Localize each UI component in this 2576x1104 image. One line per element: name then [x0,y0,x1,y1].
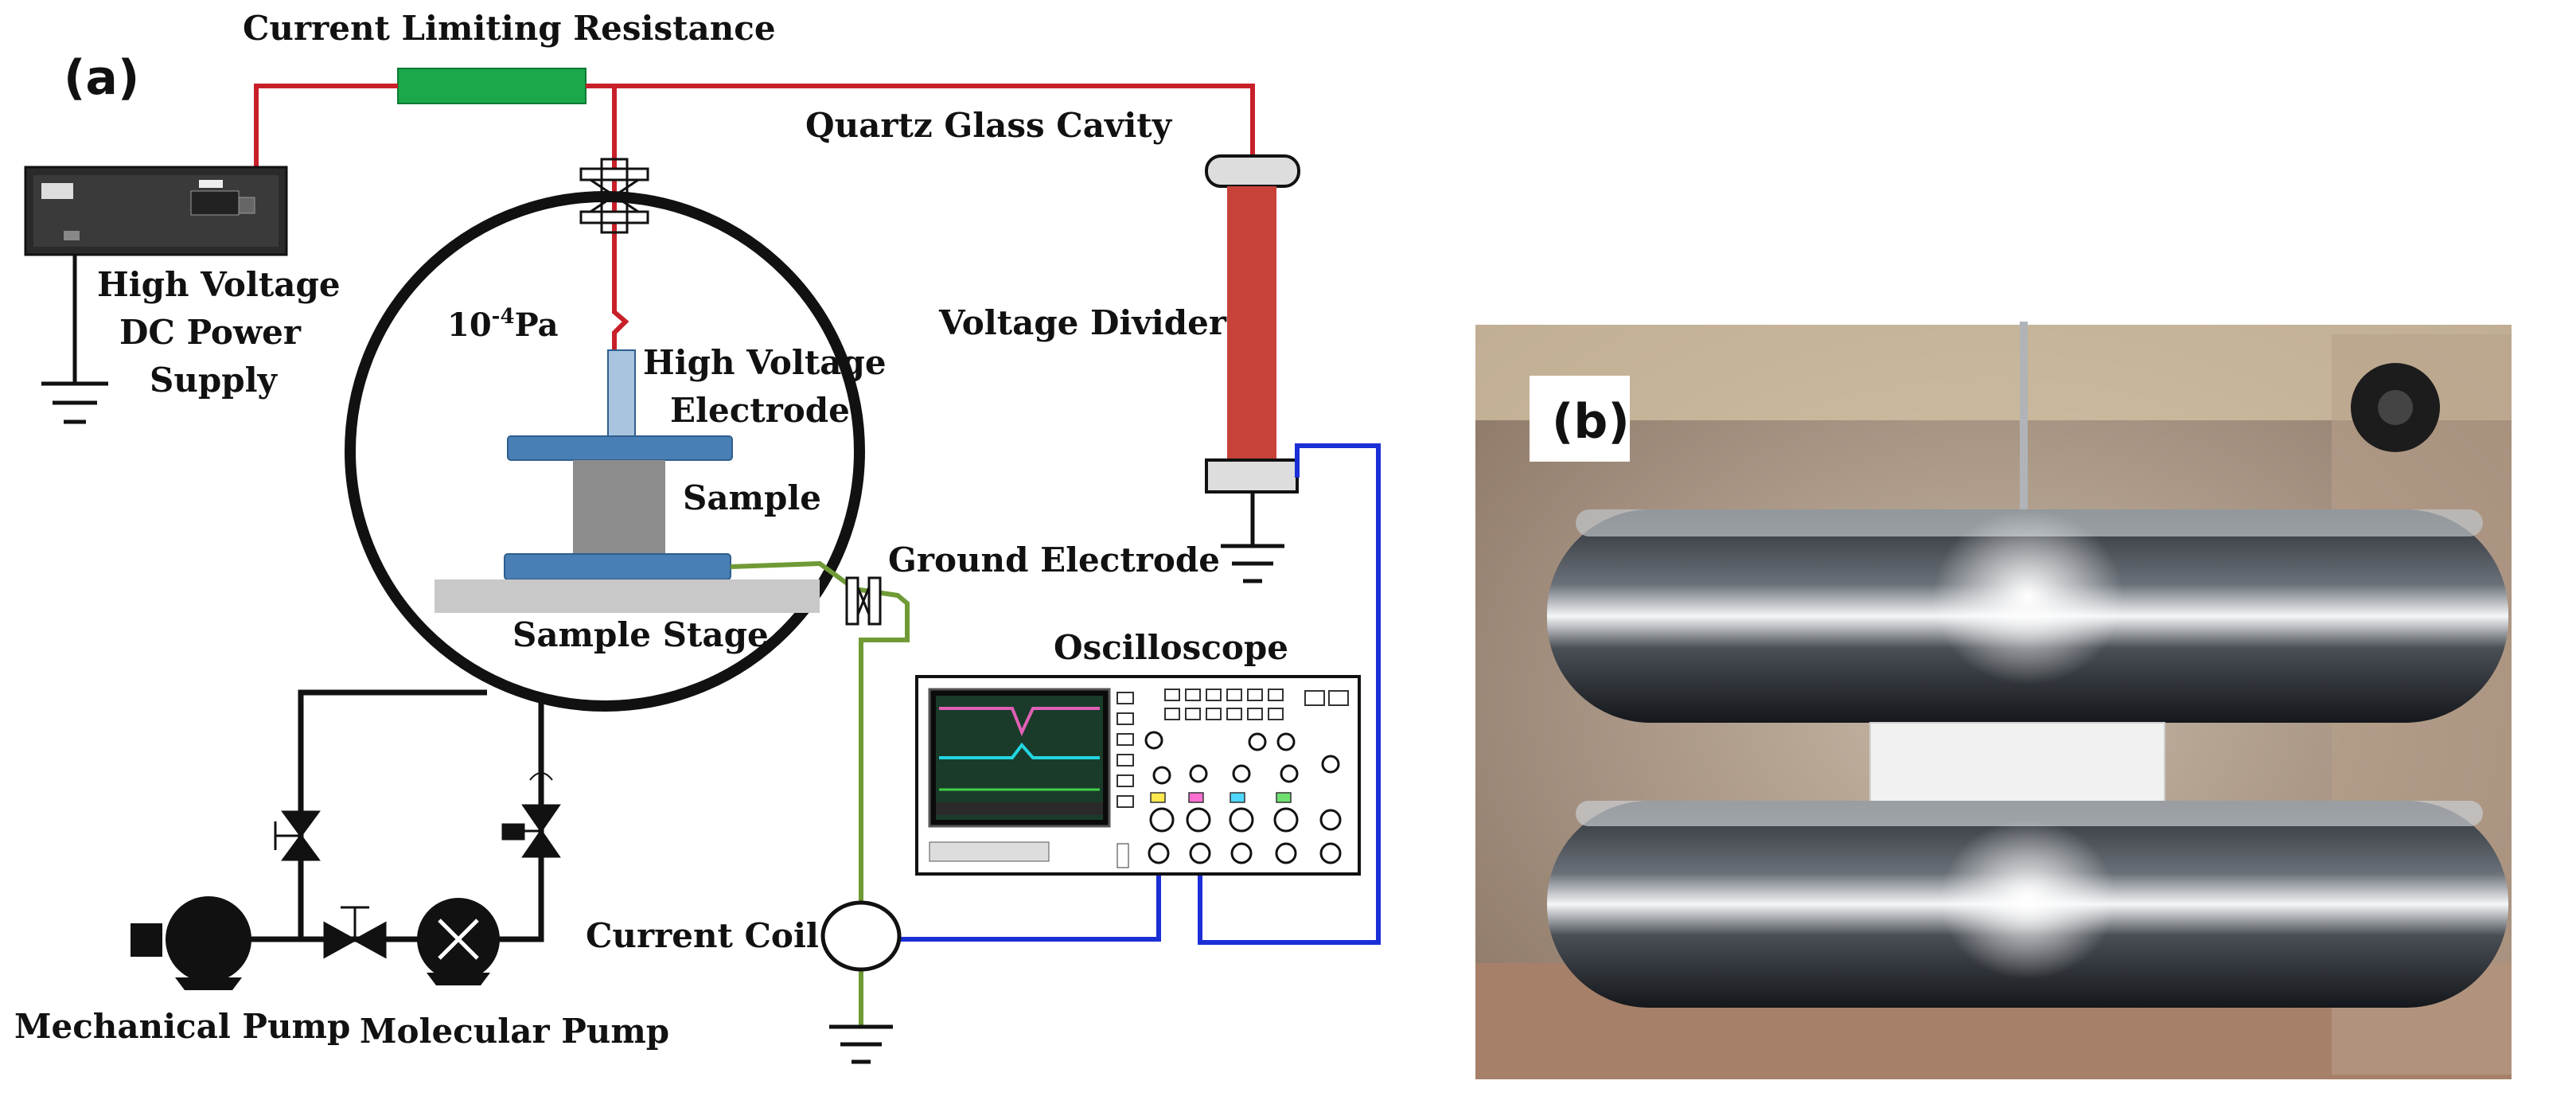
voltage-divider-label: Voltage Divider [938,303,1227,342]
vacuum-chamber [345,191,865,712]
valve-wire-icon [529,772,553,781]
ground-wire [730,560,910,1027]
cavity-label: Quartz Glass Cavity [805,106,1173,145]
hv-electrode-rod [607,349,636,439]
ground-electrode-plate [504,553,731,580]
power-supply-label-line1: High Voltage [97,265,341,304]
sample-stage [435,579,820,613]
power-supply-label-line3: Supply [150,361,279,400]
signal-wire [899,443,1381,945]
oscilloscope-icon [915,675,1361,876]
photo-probe-needle [2020,322,2028,521]
oscilloscope-label: Oscilloscope [1054,628,1288,667]
voltage-divider [1227,186,1276,465]
resistance-label: Current Limiting Resistance [243,9,776,48]
panel-a: (a) Current Limiting Resistance High Vol… [14,9,1381,1064]
current-limiting-resistor [397,68,587,104]
pressure-label: 10-4Pa [447,305,558,344]
sample-stage-label: Sample Stage [512,615,769,654]
hv-electrode-label-line1: High Voltage [643,343,887,382]
photo-glare-lower [1940,820,2115,979]
panel-b: (b) [1475,322,2512,1079]
ground-electrode-label: Ground Electrode [888,540,1220,579]
quartz-cavity-bottom-cap [1205,458,1299,493]
hv-wire [254,84,1255,350]
mechanical-pump-label: Mechanical Pump [14,1007,350,1046]
sample-label: Sample [683,478,821,517]
power-supply-label-line2: DC Power [119,313,302,352]
panel-b-label: (b) [1552,394,1630,450]
photo-glare-upper [1932,509,2123,685]
power-supply-icon [24,166,288,256]
valve-icon [274,804,561,959]
photo-lower-electrode-rim [1576,801,2483,826]
hv-electrode-label-line2: Electrode [670,391,850,430]
current-coil-label: Current Coil [586,916,819,955]
panel-b-label-box [1530,376,1630,462]
quartz-cavity-top-cap [1205,154,1300,188]
divider-ground-icon [1221,492,1284,583]
coil-ground-icon [829,1024,893,1064]
molecular-pump-icon [417,898,500,985]
sample-block [573,460,665,554]
molecular-pump-label: Molecular Pump [360,1012,669,1051]
panel-a-label: (a) [64,50,139,106]
feedthrough-icon [579,158,649,234]
photo-bolt-hole [2378,390,2413,425]
side-feedthrough-icon [845,576,882,626]
mechanical-pump-icon [131,896,251,990]
ground-icon [41,255,108,424]
current-coil-icon [820,900,902,972]
hv-electrode-plate [507,435,733,461]
